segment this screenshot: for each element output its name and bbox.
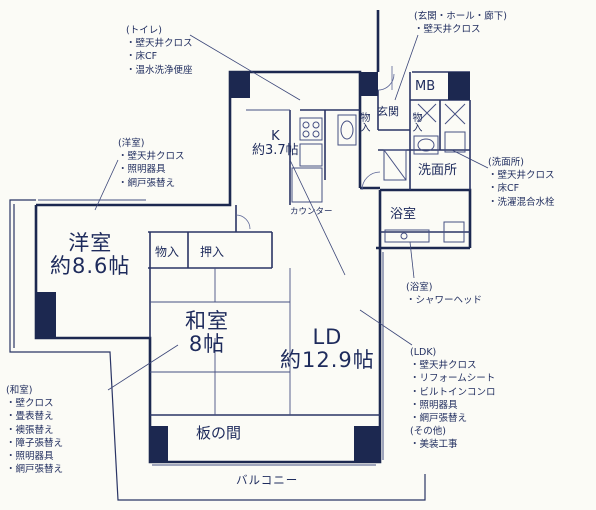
note-item: 壁天井クロス	[118, 150, 185, 163]
note-item: 照明器具	[410, 399, 496, 412]
structural-columns	[36, 72, 470, 462]
note-item: 温水洗浄便座	[126, 64, 193, 77]
note-item: 洗濯混合水栓	[488, 196, 555, 209]
note-item: 畳表替え	[6, 410, 63, 423]
room-ld-name: LD	[312, 325, 343, 349]
room-yoshitsu-size: 約8.6帖	[50, 254, 131, 279]
room-storage3: 物入	[410, 112, 421, 132]
room-washitsu: 和室 8帖	[185, 309, 229, 357]
note-yoshitsu: (洋室) 壁天井クロス 照明器具 網戸張替え	[118, 137, 185, 190]
door-swings	[235, 66, 395, 230]
note-item: 床CF	[488, 182, 555, 195]
room-yoshitsu: 洋室 約8.6帖	[50, 231, 131, 279]
note-toilet: (トイレ) 壁天井クロス 床CF 温水洗浄便座	[126, 24, 193, 77]
note-toilet-heading: (トイレ)	[126, 25, 162, 36]
note-hallway-heading: (玄関・ホール・廊下)	[414, 11, 507, 22]
counter-label: カウンター	[290, 207, 333, 217]
note-item: 照明器具	[6, 450, 63, 463]
note-item: 壁天井クロス	[410, 359, 496, 372]
room-yoshitsu-name: 洋室	[68, 231, 113, 255]
room-itanoma: 板の間	[196, 424, 242, 442]
balcony-label: バルコニー	[236, 473, 299, 487]
note-yoshitsu-heading: (洋室)	[118, 138, 145, 149]
note-item: 床CF	[126, 50, 193, 63]
room-storage1: 物入	[155, 245, 180, 259]
kitchen-fixtures	[246, 109, 357, 203]
leader-lines	[94, 34, 489, 391]
room-storage2: 物入	[358, 112, 369, 132]
note-item: 壁クロス	[6, 397, 63, 410]
room-oshiire: 押入	[200, 245, 225, 259]
note-item: 網戸張替え	[118, 177, 185, 190]
note-ldk-heading: (LDK)	[410, 347, 437, 358]
note-ldk: (LDK) 壁天井クロス リフォームシート ビルトインコンロ 照明器具 網戸張替…	[410, 346, 496, 452]
note-washroom: (洗面所) 壁天井クロス 床CF 洗濯混合水栓	[488, 156, 555, 209]
room-kitchen-name: K	[271, 129, 280, 144]
note-item: 照明器具	[118, 163, 185, 176]
room-washroom: 洗面所	[418, 163, 458, 178]
room-washitsu-size: 8帖	[188, 332, 226, 357]
room-kitchen: K 約3.7帖	[252, 129, 299, 159]
note-item: 美装工事	[410, 438, 496, 451]
note-item: 網戸張替え	[410, 412, 496, 425]
note-item: 網戸張替え	[6, 463, 64, 476]
note-item: リフォームシート	[410, 372, 496, 385]
room-kitchen-size: 約3.7帖	[252, 143, 299, 159]
bath-fixtures	[383, 103, 466, 243]
note-bath: (浴室) シャワーヘッド	[406, 281, 482, 307]
room-mb: MB	[415, 79, 436, 94]
note-item: 襖張替え	[6, 424, 63, 437]
note-other-heading: (その他)	[410, 426, 446, 438]
note-item: 壁天井クロス	[488, 169, 555, 182]
note-hallway: (玄関・ホール・廊下) 壁天井クロス	[414, 10, 507, 36]
room-ld: LD 約12.9帖	[280, 325, 375, 373]
note-item: 障子張替え	[6, 437, 64, 450]
tatami-lines	[150, 268, 291, 415]
note-bath-heading: (浴室)	[406, 282, 433, 293]
room-bathroom: 浴室	[390, 207, 417, 222]
room-washitsu-name: 和室	[185, 309, 229, 333]
note-item: 壁天井クロス	[126, 37, 193, 50]
window-lines	[38, 199, 384, 466]
room-ld-size: 約12.9帖	[280, 348, 375, 373]
note-item: シャワーヘッド	[406, 294, 483, 307]
balcony-outline	[9, 199, 426, 501]
note-item: ビルトインコンロ	[410, 386, 496, 399]
note-washroom-heading: (洗面所)	[488, 157, 524, 168]
note-item: 壁天井クロス	[414, 23, 507, 36]
note-washitsu: (和室) 壁クロス 畳表替え 襖張替え 障子張替え 照明器具 網戸張替え	[6, 384, 63, 476]
room-genkan: 玄関	[377, 105, 399, 118]
note-washitsu-heading: (和室)	[6, 385, 33, 396]
